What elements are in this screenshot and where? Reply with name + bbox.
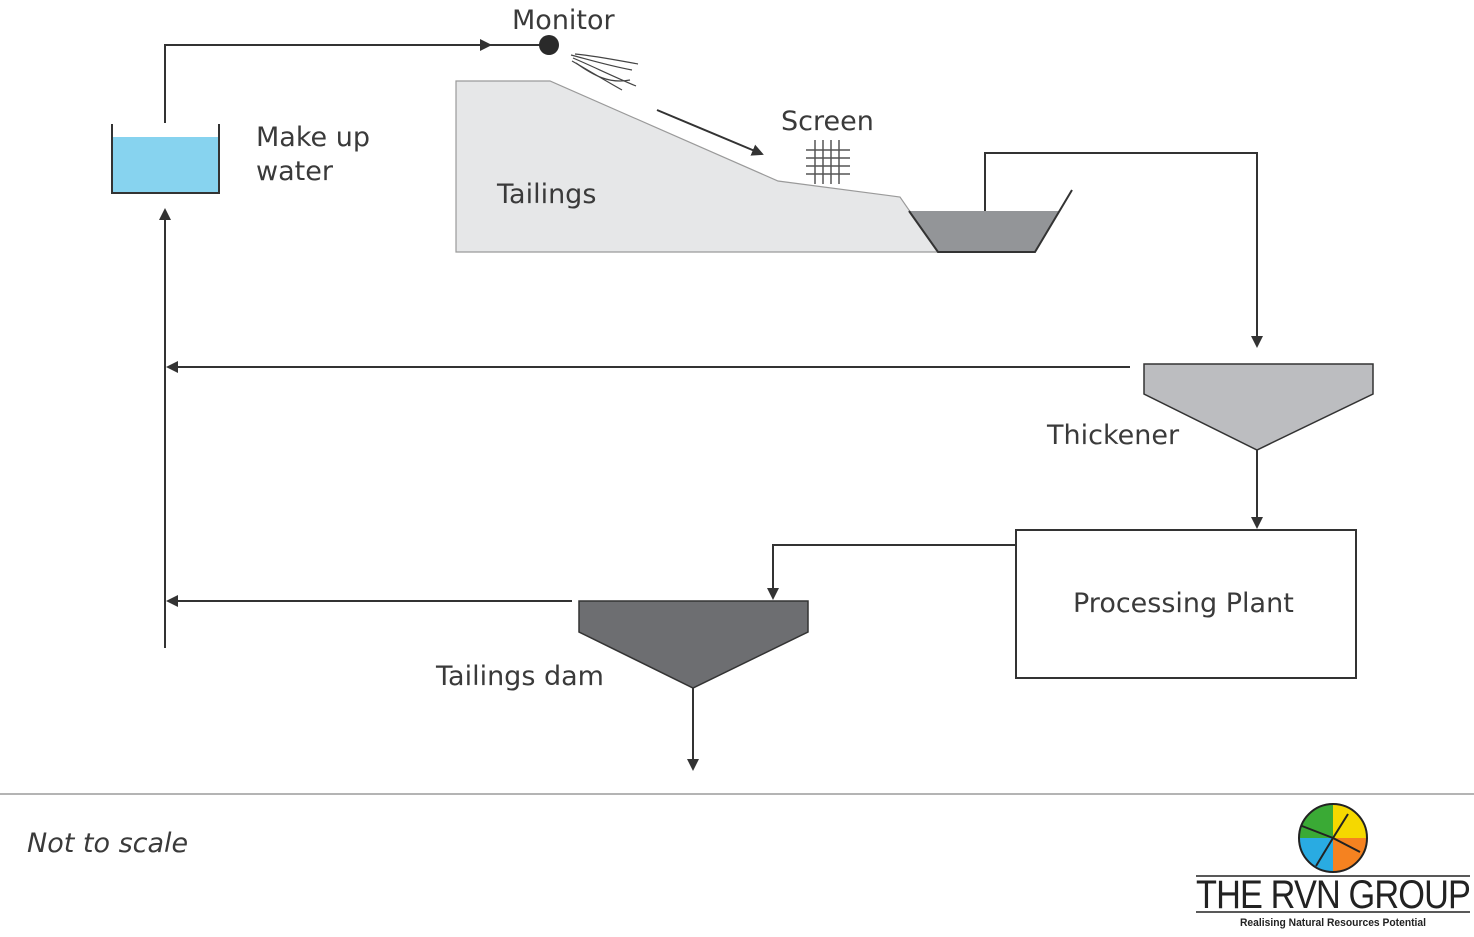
slope-flow-arrow bbox=[656, 109, 764, 156]
label-thickener: Thickener bbox=[1046, 420, 1180, 451]
label-make-up-water-2: water bbox=[256, 156, 334, 187]
label-tailings: Tailings bbox=[496, 179, 596, 210]
make-up-water-tank bbox=[111, 124, 220, 194]
label-screen: Screen bbox=[781, 106, 874, 137]
logo-circle-icon bbox=[1298, 803, 1368, 873]
label-make-up-water-1: Make up bbox=[256, 122, 370, 153]
processing-plant bbox=[1015, 529, 1357, 679]
tailings-dam bbox=[578, 600, 809, 689]
screen-icon bbox=[806, 140, 850, 184]
label-tailings-dam: Tailings dam bbox=[435, 661, 604, 692]
logo-name: THE RVN GROUP bbox=[1196, 873, 1470, 917]
tailings-slope bbox=[455, 80, 940, 253]
sump bbox=[908, 189, 1073, 253]
rvn-group-logo: THE RVN GROUP Realising Natural Resource… bbox=[1196, 803, 1471, 929]
footer-note: Not to scale bbox=[27, 828, 188, 859]
water-jet-icon bbox=[570, 53, 639, 91]
water-fill bbox=[112, 137, 219, 193]
flow-tank-to-monitor bbox=[164, 39, 492, 123]
label-monitor: Monitor bbox=[512, 5, 616, 36]
label-processing-plant: Processing Plant bbox=[1073, 588, 1294, 619]
flow-plant-to-dam bbox=[767, 544, 1016, 600]
logo-tagline: Realising Natural Resources Potential bbox=[1240, 917, 1426, 929]
thickener bbox=[1143, 363, 1374, 451]
flow-sump-to-thickener bbox=[984, 152, 1263, 348]
monitor-nozzle bbox=[539, 35, 559, 55]
